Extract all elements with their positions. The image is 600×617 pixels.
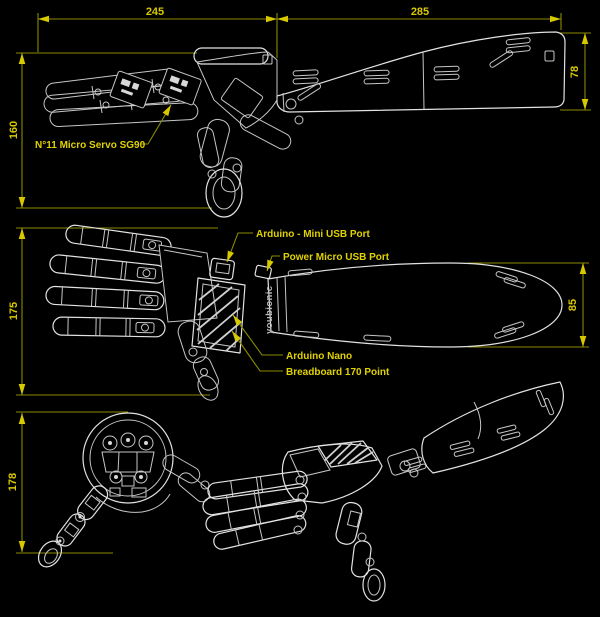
dim-forearm-height: 78 — [560, 32, 591, 111]
callout-breadboard-label: Breadboard 170 Point — [286, 367, 390, 378]
dim-hand-length: 245 — [37, 6, 278, 58]
perspective-view — [202, 381, 564, 602]
dim-forearm-length: 285 — [277, 6, 562, 30]
servo-1 — [109, 70, 153, 109]
top-view: 175 85 — [8, 224, 589, 401]
callout-servo-label: N°11 Micro Servo SG90 — [35, 140, 146, 151]
hand-side — [43, 47, 304, 150]
dim-forearm-width: 85 — [468, 262, 589, 348]
callout-servo: N°11 Micro Servo SG90 — [35, 104, 172, 151]
dim-value-85: 85 — [567, 299, 579, 311]
callout-arduino-nano-label: Arduino Nano — [286, 351, 352, 362]
power-micro-usb-connector — [254, 264, 272, 280]
dim-value-78: 78 — [569, 66, 581, 78]
breadboard — [191, 277, 246, 354]
callout-breadboard: Breadboard 170 Point — [231, 330, 390, 378]
dim-value-285: 285 — [411, 6, 429, 18]
palm-cover — [158, 244, 218, 323]
callout-mini-usb-label: Arduino - Mini USB Port — [256, 229, 371, 240]
callout-micro-usb: Power Micro USB Port — [266, 252, 390, 272]
perspective-thumb — [335, 501, 386, 602]
forearm-top — [267, 262, 563, 348]
dim-hand-width: 175 — [8, 227, 218, 396]
dim-value-245: 245 — [146, 6, 164, 18]
dim-hand-height: 160 — [8, 52, 212, 209]
side-view: 245 285 160 78 — [8, 6, 591, 218]
perspective-forearm — [387, 381, 564, 478]
front-view: 178 — [7, 411, 211, 568]
fingers-top — [45, 224, 172, 338]
callout-arduino-nano: Arduino Nano — [232, 314, 352, 362]
perspective-hand — [202, 440, 383, 550]
arduino-mini-usb-connector — [209, 257, 235, 281]
thumb-side — [196, 118, 243, 218]
dim-value-160: 160 — [8, 121, 20, 139]
dim-front-height: 178 — [7, 411, 128, 554]
forearm-side — [276, 31, 566, 113]
dim-value-175: 175 — [8, 302, 20, 320]
wrist-disc — [82, 412, 174, 513]
callout-mini-usb: Arduino - Mini USB Port — [226, 229, 371, 263]
thumb-top — [177, 320, 219, 401]
brand-logo-text: youbionic — [264, 286, 275, 334]
servo-2 — [158, 67, 202, 106]
dim-value-178: 178 — [7, 473, 19, 491]
front-finger-chain — [37, 485, 109, 568]
callout-micro-usb-label: Power Micro USB Port — [283, 252, 390, 263]
